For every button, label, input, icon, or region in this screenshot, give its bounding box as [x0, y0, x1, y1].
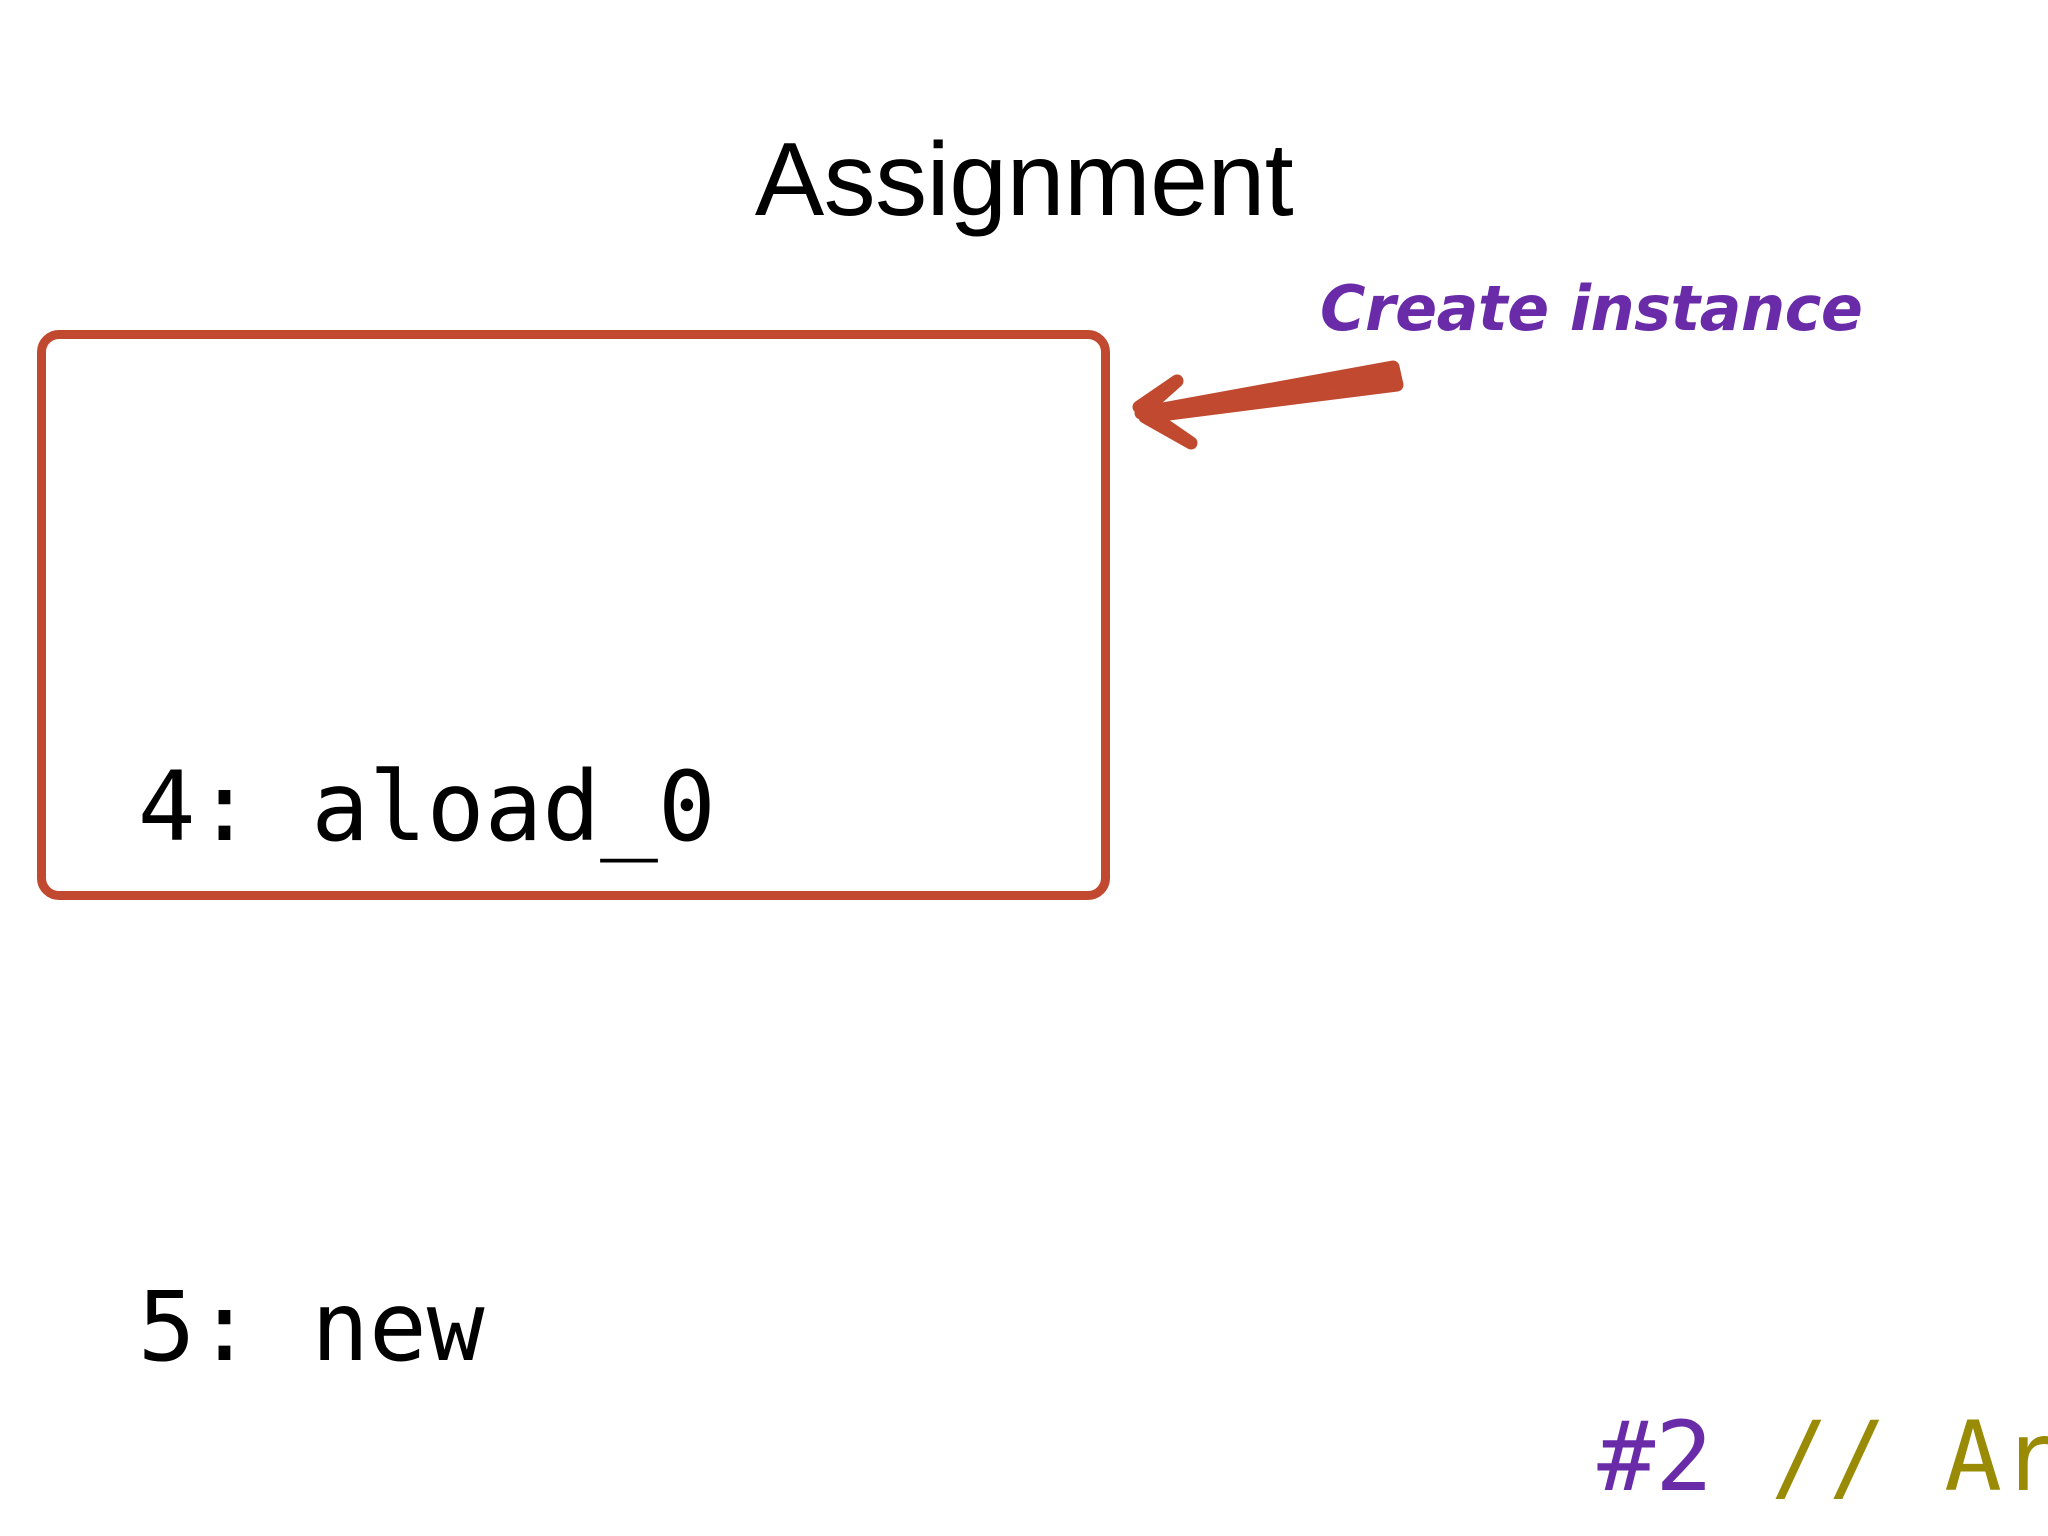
highlight-box: [37, 330, 1110, 900]
bytecode-comment: // ArrayList: [1770, 1401, 2048, 1513]
bytecode-instruction: 5: new: [80, 1271, 485, 1383]
callout-label: Create instance: [1320, 272, 1863, 345]
bytecode-line: 4: aload_0: [40, 742, 716, 872]
bytecode-reference: #2 // ArrayList: [1135, 1262, 2048, 1536]
constant-pool-index: #2: [1597, 1401, 1713, 1513]
page-title: Assignment: [754, 122, 1294, 238]
bytecode-instruction: 4: aload_0: [80, 751, 716, 863]
bytecode-line: 5: new #2 // ArrayList: [40, 1262, 2048, 1513]
bytecode-listing: 4: aload_0 5: new #2 // ArrayList 8: dup…: [40, 352, 2048, 1536]
bytecode-reference: [1135, 742, 1597, 1132]
left-arrow-icon: [1132, 360, 1404, 450]
